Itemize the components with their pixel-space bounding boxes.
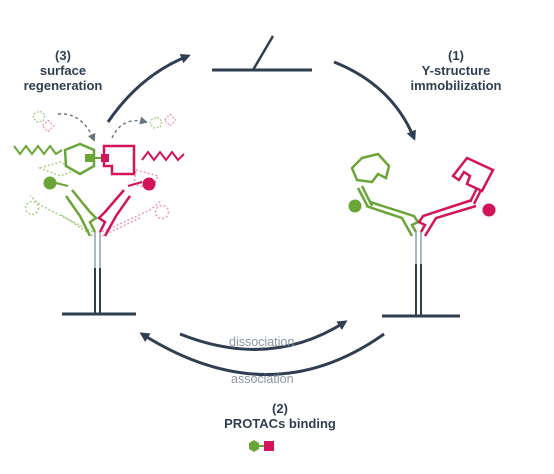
cycle-arrow-immobilization [333,60,416,141]
association-label: association [231,372,294,386]
e3-ligase-icon [451,156,495,193]
target-protein-icon [350,152,391,184]
leaving-protac-right [111,113,177,139]
step-2-number: (2) [272,401,288,416]
step-3-number: (3) [55,48,71,63]
step-3-line-2: regeneration [23,78,103,93]
y-structure-icon [348,185,496,318]
regeneration-complex [13,142,185,316]
surface-icon [212,35,312,72]
protac-icon [249,440,274,452]
step-1-line-1: Y-structure [421,63,491,78]
step-3-line-1: surface [39,63,87,78]
association-arrow [139,332,385,376]
step-1-line-2: immobilization [410,78,502,93]
dissociation-arrow [179,320,348,351]
step-2-label: (2) PROTACs binding [190,401,370,431]
cycle-arrow-regeneration [106,53,191,123]
step-1-label: (1) Y-structure immobilization [390,48,522,93]
leaving-protac-left [32,110,96,142]
step-3-label: (3) surface regeneration [8,48,118,93]
step-1-number: (1) [448,48,464,63]
dissociation-label: dissociation [229,335,295,349]
step-2-line-1: PROTACs binding [224,416,336,431]
